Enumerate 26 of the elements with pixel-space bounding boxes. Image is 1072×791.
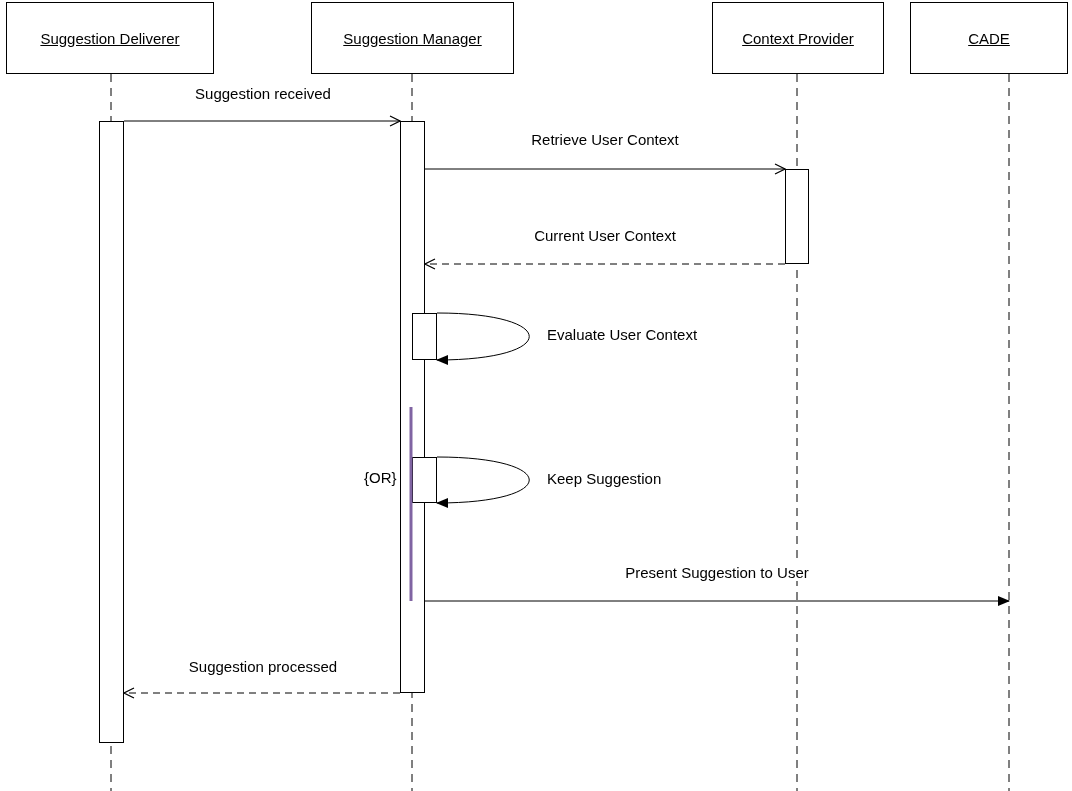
message-arrow <box>424 596 1010 606</box>
edge-label: Retrieve User Context <box>529 131 681 148</box>
activation-bar <box>412 457 437 503</box>
self-message-arrow <box>436 456 530 508</box>
participant-name: Context Provider <box>742 29 854 47</box>
edge-label: Suggestion processed <box>186 658 340 675</box>
participant-name: CADE <box>968 29 1010 47</box>
return-arrow <box>424 258 786 270</box>
edge-label: Present Suggestion to User <box>623 564 811 581</box>
participant-box <box>712 2 884 74</box>
message-arrow <box>424 163 786 175</box>
edge-label: Evaluate User Context <box>545 326 700 343</box>
self-message-arrow <box>436 312 530 365</box>
edge-label: Keep Suggestion <box>545 470 664 487</box>
participant-box <box>6 2 214 74</box>
edge-label: Suggestion received <box>193 85 333 102</box>
activation-bar <box>785 169 809 264</box>
constraint-label: {OR} <box>363 469 398 486</box>
participant-name: Suggestion Deliverer <box>40 29 180 47</box>
participant-name: Suggestion Manager <box>343 29 482 47</box>
participant-box <box>311 2 514 74</box>
activation-bar <box>412 313 437 360</box>
return-arrow <box>123 687 401 699</box>
message-arrow <box>123 115 401 127</box>
participant-box <box>910 2 1068 74</box>
activation-bar <box>99 121 124 743</box>
